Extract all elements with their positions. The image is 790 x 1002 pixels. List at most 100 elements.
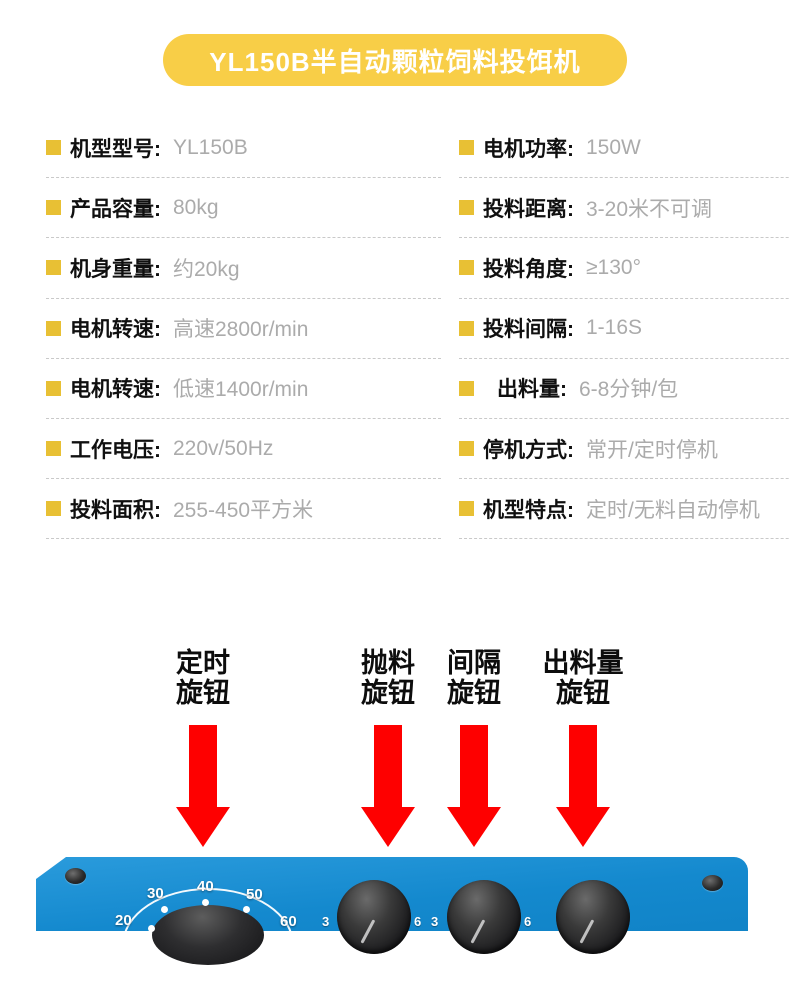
pointer-arrow-output-knob (556, 725, 610, 847)
bullet-square-icon (46, 320, 61, 336)
table-row: 投料面积: 255-450平方米 (46, 479, 441, 540)
bullet-square-icon (46, 260, 61, 276)
spec-label: 投料距离: (483, 197, 574, 221)
arrow-shaft (569, 725, 597, 807)
spec-label: 停机方式: (483, 438, 574, 462)
spec-label: 出料量: (497, 378, 567, 402)
table-row: 投料距离: 3-20米不可调 (459, 178, 790, 239)
bullet-square-icon (46, 140, 61, 156)
dial-scale-40: 40 (197, 878, 214, 895)
knob-mark-interval-min: 3 (431, 914, 439, 929)
callout-line-1: 定时 (176, 648, 230, 678)
spec-label: 投料角度: (483, 257, 574, 281)
screw-hole-right-icon (702, 875, 723, 891)
bullet-square-icon (459, 380, 474, 396)
spec-value: 1-16S (586, 316, 643, 340)
spec-value: 定时/无料自动停机 (586, 498, 760, 522)
table-row: 电机功率: 150W (459, 118, 790, 179)
dial-tick (202, 899, 209, 906)
table-row: 投料间隔: 1-16S (459, 299, 790, 359)
table-row: 电机转速: 高速2800r/min (46, 299, 441, 359)
interval-knob[interactable] (447, 880, 521, 954)
spec-value: YL150B (173, 135, 248, 159)
screw-hole-left-icon (65, 868, 86, 884)
callout-line-2: 旋钮 (361, 678, 415, 709)
arrow-head-icon (176, 807, 230, 847)
dial-scale-50: 50 (246, 886, 263, 903)
bullet-square-icon (459, 501, 474, 517)
arrow-head-icon (447, 807, 501, 847)
bullet-square-icon (46, 441, 61, 457)
product-title-banner: YL150B半自动颗粒饲料投饵机 (163, 34, 627, 86)
spec-value: 80kg (173, 195, 219, 219)
spec-value: 高速2800r/min (173, 318, 309, 342)
spec-column-left: 机型型号: YL150B 产品容量: 80kg 机身重量: 约20kg 电机转速… (0, 118, 451, 540)
table-row: 机型型号: YL150B (46, 118, 441, 179)
spec-label: 机型特点: (483, 498, 574, 522)
dial-tick (161, 906, 168, 913)
dial-scale-30: 30 (147, 885, 164, 902)
table-row: 机身重量: 约20kg (46, 238, 441, 299)
table-row: 产品容量: 80kg (46, 178, 441, 239)
spec-value: 220v/50Hz (173, 436, 274, 460)
dial-scale-20: 20 (115, 912, 132, 929)
arrow-shaft (460, 725, 488, 807)
spec-value: 3-20米不可调 (586, 197, 713, 221)
callout-line-2: 旋钮 (556, 678, 610, 709)
spec-label: 电机转速: (70, 318, 161, 342)
knob-mark-throw-max: 6 (414, 914, 422, 929)
callout-label-interval-knob: 间隔 旋钮 (424, 648, 524, 708)
pointer-arrow-timer-knob (176, 725, 230, 847)
timer-dial-knob[interactable] (152, 905, 264, 965)
pointer-arrow-interval-knob (447, 725, 501, 847)
page-title: YL150B半自动颗粒饲料投饵机 (209, 46, 581, 77)
spec-label: 产品容量: (70, 197, 161, 221)
spec-label: 工作电压: (70, 438, 161, 462)
callout-label-output-knob: 出料量 旋钮 (524, 648, 642, 708)
table-row: 停机方式: 常开/定时停机 (459, 419, 790, 480)
bullet-square-icon (46, 200, 61, 216)
bullet-square-icon (459, 260, 474, 276)
table-row: 机型特点: 定时/无料自动停机 (459, 479, 790, 540)
spec-value: 常开/定时停机 (586, 438, 718, 462)
bullet-square-icon (459, 200, 474, 216)
spec-label: 投料面积: (70, 498, 161, 522)
bullet-square-icon (459, 320, 474, 336)
pointer-arrow-throw-knob (361, 725, 415, 847)
arrow-shaft (189, 725, 217, 807)
table-row: 出料量: 6-8分钟/包 (459, 359, 790, 419)
arrow-shaft (374, 725, 402, 807)
output-knob[interactable] (556, 880, 630, 954)
spec-label: 机型型号: (70, 137, 161, 161)
throw-knob[interactable] (337, 880, 411, 954)
knob-mark-interval-max: 6 (524, 914, 532, 929)
callout-line-1: 出料量 (542, 648, 624, 678)
spec-value: 约20kg (173, 257, 240, 281)
spec-label: 投料间隔: (483, 318, 574, 342)
callout-line-2: 旋钮 (447, 678, 501, 709)
spec-value: 低速1400r/min (173, 378, 309, 402)
knob-mark-throw-min: 3 (322, 914, 330, 929)
spec-value: 150W (586, 135, 641, 159)
arrow-head-icon (556, 807, 610, 847)
callout-label-throw-knob: 抛料 旋钮 (338, 648, 438, 708)
specification-table: 机型型号: YL150B 产品容量: 80kg 机身重量: 约20kg 电机转速… (0, 118, 790, 540)
bullet-square-icon (459, 441, 474, 457)
bullet-square-icon (46, 501, 61, 517)
dial-tick (243, 906, 250, 913)
callout-label-timer-knob: 定时 旋钮 (153, 648, 253, 708)
callout-line-2: 旋钮 (176, 678, 230, 709)
spec-label: 机身重量: (70, 257, 161, 281)
dial-scale-60: 60 (280, 913, 297, 930)
table-row: 工作电压: 220v/50Hz (46, 419, 441, 480)
table-row: 电机转速: 低速1400r/min (46, 359, 441, 419)
spec-value: 255-450平方米 (173, 498, 314, 522)
spec-value: 6-8分钟/包 (579, 378, 679, 402)
bullet-square-icon (459, 140, 474, 156)
arrow-head-icon (361, 807, 415, 847)
spec-label: 电机功率: (483, 137, 574, 161)
callout-line-1: 抛料 (361, 648, 415, 678)
spec-value: ≥130° (586, 255, 641, 279)
bullet-square-icon (46, 380, 61, 396)
callout-line-1: 间隔 (447, 648, 501, 678)
